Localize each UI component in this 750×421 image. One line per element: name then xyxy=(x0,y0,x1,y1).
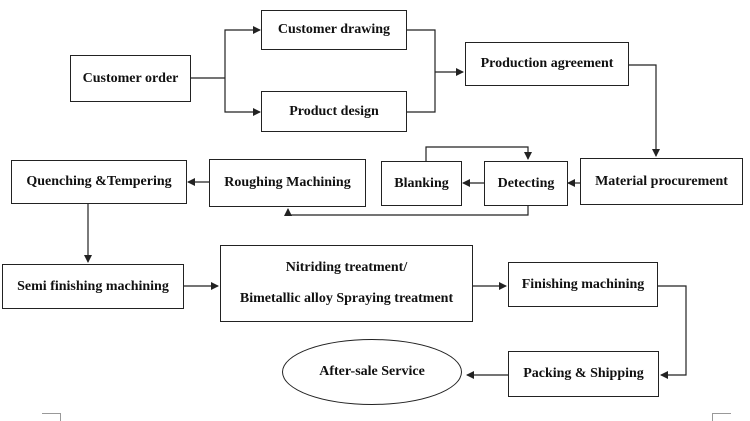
node-label: Customer order xyxy=(82,70,179,86)
node-finishing-machining: Finishing machining xyxy=(508,262,658,307)
node-label-line2: Bimetallic alloy Spraying treatment xyxy=(239,291,454,307)
edge-finishing-to-packing xyxy=(658,285,687,379)
page-corner-mark-right xyxy=(712,413,731,421)
node-production-agreement: Production agreement xyxy=(465,42,629,86)
node-label: Material procurement xyxy=(595,173,728,189)
node-customer-order: Customer order xyxy=(70,55,191,102)
node-roughing-machining: Roughing Machining xyxy=(209,159,366,207)
node-material-procurement: Material procurement xyxy=(580,158,743,205)
node-nitriding-treatment: Nitriding treatment/ Bimetallic alloy Sp… xyxy=(220,245,473,322)
node-label: Product design xyxy=(289,103,379,119)
node-customer-drawing: Customer drawing xyxy=(261,10,407,50)
node-label: Packing & Shipping xyxy=(523,366,644,381)
edge-order-to-design xyxy=(224,78,261,116)
node-label: Roughing Machining xyxy=(224,175,351,190)
node-packing-shipping: Packing & Shipping xyxy=(508,351,659,397)
node-blanking: Blanking xyxy=(381,161,462,206)
edge-drawing-to-join xyxy=(407,29,436,113)
page-corner-mark-left xyxy=(42,413,61,421)
node-detecting: Detecting xyxy=(484,161,568,206)
node-label: Finishing machining xyxy=(521,276,645,292)
node-semi-finishing-machining: Semi finishing machining xyxy=(2,264,184,309)
node-label: Quenching &Tempering xyxy=(26,174,172,189)
node-label: After-sale Service xyxy=(319,364,425,379)
node-label: Detecting xyxy=(497,175,555,191)
node-label: Blanking xyxy=(394,175,449,191)
node-product-design: Product design xyxy=(261,91,407,132)
edge-blanking-to-detecting xyxy=(425,146,532,161)
edge-agreement-to-procurement xyxy=(628,64,660,157)
edge-order-to-drawing xyxy=(224,26,261,78)
node-quenching-tempering: Quenching &Tempering xyxy=(11,160,187,204)
node-label: Customer drawing xyxy=(277,22,391,37)
node-label: Semi finishing machining xyxy=(17,278,169,294)
node-after-sale-service: After-sale Service xyxy=(282,339,462,405)
node-label: Production agreement xyxy=(480,56,614,71)
edge-detecting-to-roughing xyxy=(284,206,529,216)
node-label-line1: Nitriding treatment/ xyxy=(285,259,408,275)
